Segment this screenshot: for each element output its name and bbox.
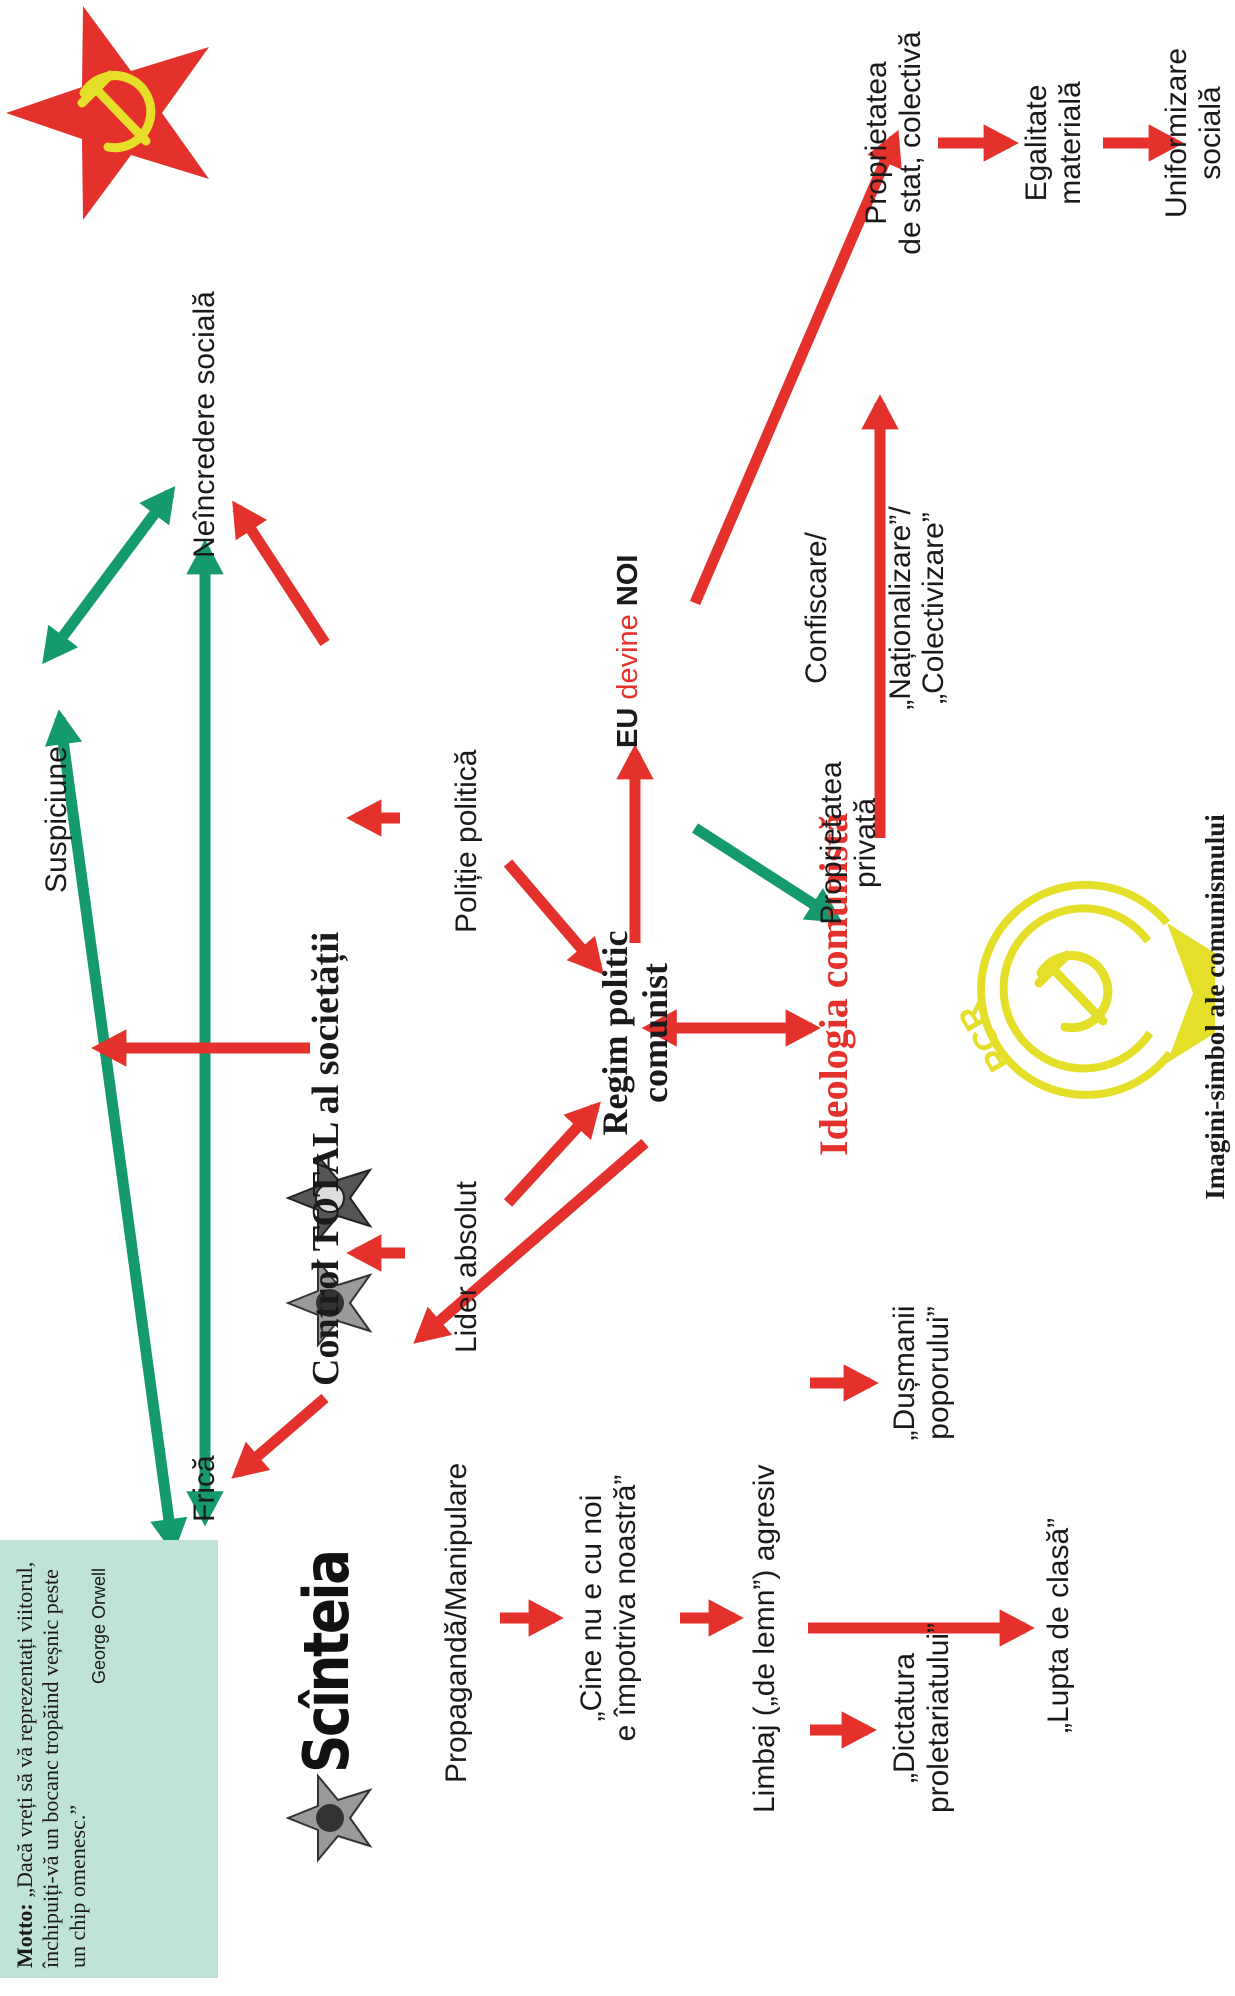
newspaper-logo: Scînteia xyxy=(290,1551,363,1773)
motto-author: George Orwell xyxy=(89,1568,110,1685)
node-cine-line1: „Cine nu e cu noi xyxy=(575,1494,608,1722)
node-dusmanii: „Dușmanii poporului” xyxy=(888,1273,955,1473)
node-politie: Poliție politică xyxy=(450,749,483,933)
order-badge-icon xyxy=(285,1773,373,1863)
node-eu: EU xyxy=(612,707,644,748)
arrow-eu-stat xyxy=(689,129,902,606)
pcr-emblem-icon: PCR xyxy=(951,880,1215,1099)
node-lupta: „Lupta de clasă” xyxy=(1042,1517,1075,1733)
node-dictatura-line1: „Dictatura xyxy=(888,1652,921,1784)
node-dictatura-line2: proletariatului” xyxy=(921,1622,955,1814)
arrow-suspiciune-neincredere xyxy=(42,485,176,665)
arrow-frica-suspiciune xyxy=(45,709,188,1555)
node-confiscare: Confiscare/ „Naționalizare”/ „Colectiviz… xyxy=(800,448,951,768)
node-regim: Regim politic comunist xyxy=(595,913,676,1153)
arrow-eu-privata xyxy=(692,823,843,923)
node-prop-stat-line2: de stat, colectivă xyxy=(893,31,927,255)
node-cine: „Cine nu e cu noi e împotriva noastră” xyxy=(575,1458,642,1758)
caption: Imagini-simbol ale comunismului xyxy=(1200,814,1230,1200)
node-prop-stat-line1: Proprietatea xyxy=(860,61,893,225)
node-control-total: Control TOTAL al societății xyxy=(305,931,347,1386)
node-dusmanii-line1: „Dușmanii xyxy=(888,1305,921,1441)
node-noi: NOI xyxy=(612,554,644,607)
node-regim-line2: comunist xyxy=(635,963,676,1104)
motto-label: Motto: xyxy=(12,1903,37,1968)
arrow-politie-regim xyxy=(503,859,604,975)
node-suspiciune: Suspiciune xyxy=(40,746,73,893)
node-frica: Frică xyxy=(188,1455,221,1522)
node-egalitate-line1: Egalitate xyxy=(1020,84,1053,202)
order-badge-icon xyxy=(285,1258,373,1348)
node-cine-line2: e împotriva noastră” xyxy=(608,1474,642,1742)
arrow-control-frica xyxy=(231,1393,329,1479)
node-confiscare-line3: „Colectivizare” xyxy=(917,512,951,704)
motto-box: Motto: „Dacă vreți să vă reprezentați vi… xyxy=(0,1540,218,1978)
order-badge-icon xyxy=(285,1153,373,1243)
node-propaganda: Propagandă/Manipulare xyxy=(440,1462,473,1783)
node-eu-devine-noi: EU devine NOI xyxy=(612,555,644,748)
node-lider: Lider absolut xyxy=(450,1181,483,1353)
node-prop-stat: Proprietatea de stat, colectivă xyxy=(860,0,927,298)
node-neincredere: Neîncredere socială xyxy=(188,291,221,558)
arrow-regim-propaganda xyxy=(413,1138,649,1344)
node-uniformizare-line1: Uniformizare xyxy=(1160,47,1193,219)
red-star-icon xyxy=(6,6,209,220)
node-egalitate: Egalitate materială xyxy=(1020,53,1087,233)
arrow-lider-regim xyxy=(503,1101,601,1207)
node-dusmanii-line2: poporului” xyxy=(921,1306,955,1440)
node-limbaj: Limbaj („de lemn”) agresiv xyxy=(748,1464,781,1813)
node-regim-line1: Regim politic xyxy=(595,930,635,1136)
node-egalitate-line2: materială xyxy=(1053,81,1087,205)
node-devine: devine xyxy=(612,614,644,700)
node-confiscare-line1: Confiscare/ xyxy=(800,532,833,684)
node-confiscare-line2: „Naționalizare”/ xyxy=(883,506,917,710)
node-dictatura: „Dictatura proletariatului” xyxy=(888,1603,955,1833)
arrow-control-neincredere xyxy=(232,500,330,647)
